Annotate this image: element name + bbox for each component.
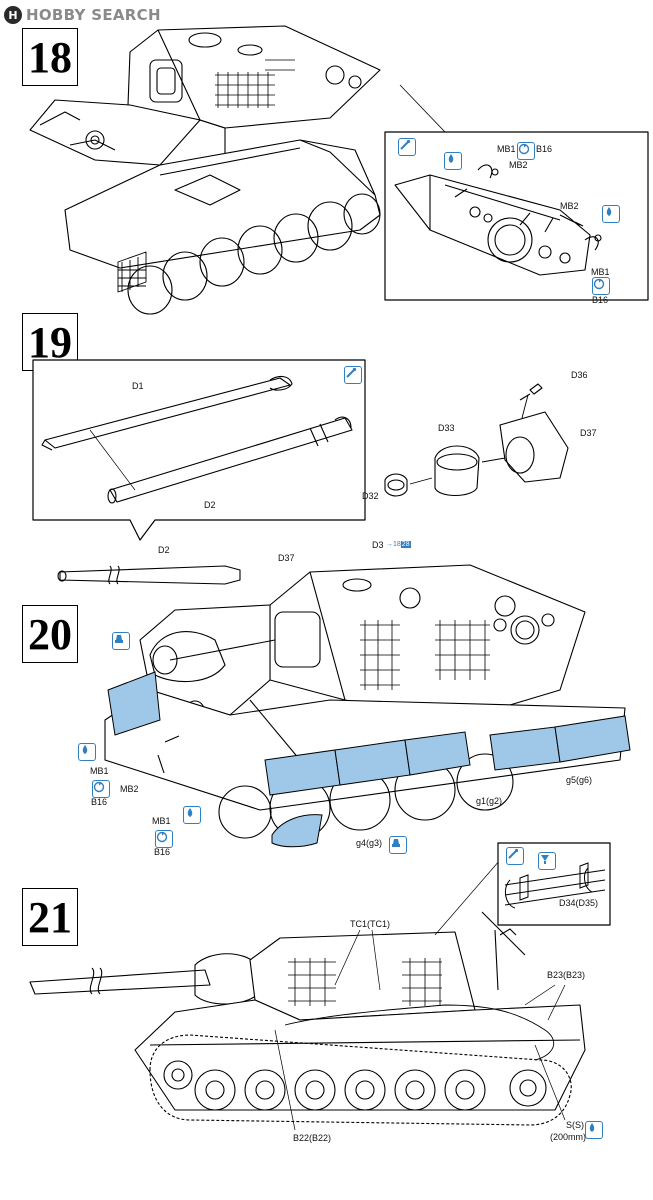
step19-mantlet-parts (384, 383, 569, 497)
paint-icon (389, 836, 407, 854)
label-b16-18b: B16 (592, 295, 609, 305)
cement-icon (398, 138, 416, 156)
label-mb1-18b: MB1 (591, 267, 610, 277)
step20-tank-illustration (104, 564, 626, 839)
step18-tank-illustration (29, 25, 446, 315)
d3-reference: →1828 (386, 541, 411, 548)
label-mb1-18: MB1 (497, 144, 516, 154)
step21-tank-illustration (29, 859, 586, 1131)
cement-icon (344, 366, 362, 384)
label-mb2-20: MB2 (120, 784, 139, 794)
label-b16-20a: B16 (91, 797, 108, 807)
flip-icon (517, 142, 535, 160)
flip-icon (155, 830, 173, 848)
label-d32: D32 (362, 491, 379, 501)
flip-icon (592, 277, 610, 295)
label-mb2-18b: MB2 (560, 201, 579, 211)
label-d37: D37 (580, 428, 597, 438)
skirt-g5a (489, 726, 561, 771)
label-g5: g5(g6) (566, 775, 593, 785)
label-d2: D2 (204, 500, 216, 510)
label-d34: D34(D35) (559, 898, 599, 908)
label-d36: D36 (571, 370, 588, 380)
glue-icon (183, 806, 201, 824)
paint-icon (112, 632, 130, 650)
glue-icon (602, 205, 620, 223)
label-b16-18: B16 (536, 144, 553, 154)
glue-icon (585, 1121, 603, 1139)
label-mb1-20b: MB1 (152, 816, 171, 826)
flip-icon (92, 780, 110, 798)
step21-inset-clamps (504, 862, 606, 909)
label-g4: g4(g3) (356, 838, 383, 848)
step18-inset-illustration (394, 164, 602, 276)
cement-icon (506, 847, 524, 865)
label-d3: D3 (372, 540, 384, 550)
watermark-text: HOBBY SEARCH (26, 6, 161, 24)
paint-icon (538, 852, 556, 870)
label-d1: D1 (132, 381, 144, 391)
skirt-g1c (404, 731, 471, 776)
label-b16-20b: B16 (154, 847, 171, 857)
label-b23: B23(B23) (547, 970, 586, 980)
step20-barrel (57, 565, 241, 585)
step-21: 21 (22, 888, 78, 946)
label-mb2-18a: MB2 (509, 160, 528, 170)
label-b22: B22(B22) (293, 1133, 332, 1143)
skirt-g5b (554, 715, 631, 763)
glue-icon (78, 743, 96, 761)
label-ss: S(S) (566, 1120, 584, 1130)
step-20: 20 (22, 605, 78, 663)
label-tc1: TC1(TC1) (350, 919, 390, 929)
label-g1: g1(g2) (476, 796, 503, 806)
label-d33: D33 (438, 423, 455, 433)
watermark-logo: H (4, 6, 22, 24)
label-d2b: D2 (158, 545, 170, 555)
label-d37b: D37 (278, 553, 295, 563)
side-skirts (107, 671, 631, 848)
label-ss-length: (200mm) (550, 1132, 587, 1142)
step-18: 18 (22, 28, 78, 86)
watermark: H HOBBY SEARCH (4, 4, 161, 26)
label-mb1-20a: MB1 (90, 766, 109, 776)
skirt-front-left (107, 671, 161, 736)
skirt-g4 (271, 814, 323, 848)
step19-barrel-parts (41, 375, 353, 504)
glue-icon (444, 152, 462, 170)
